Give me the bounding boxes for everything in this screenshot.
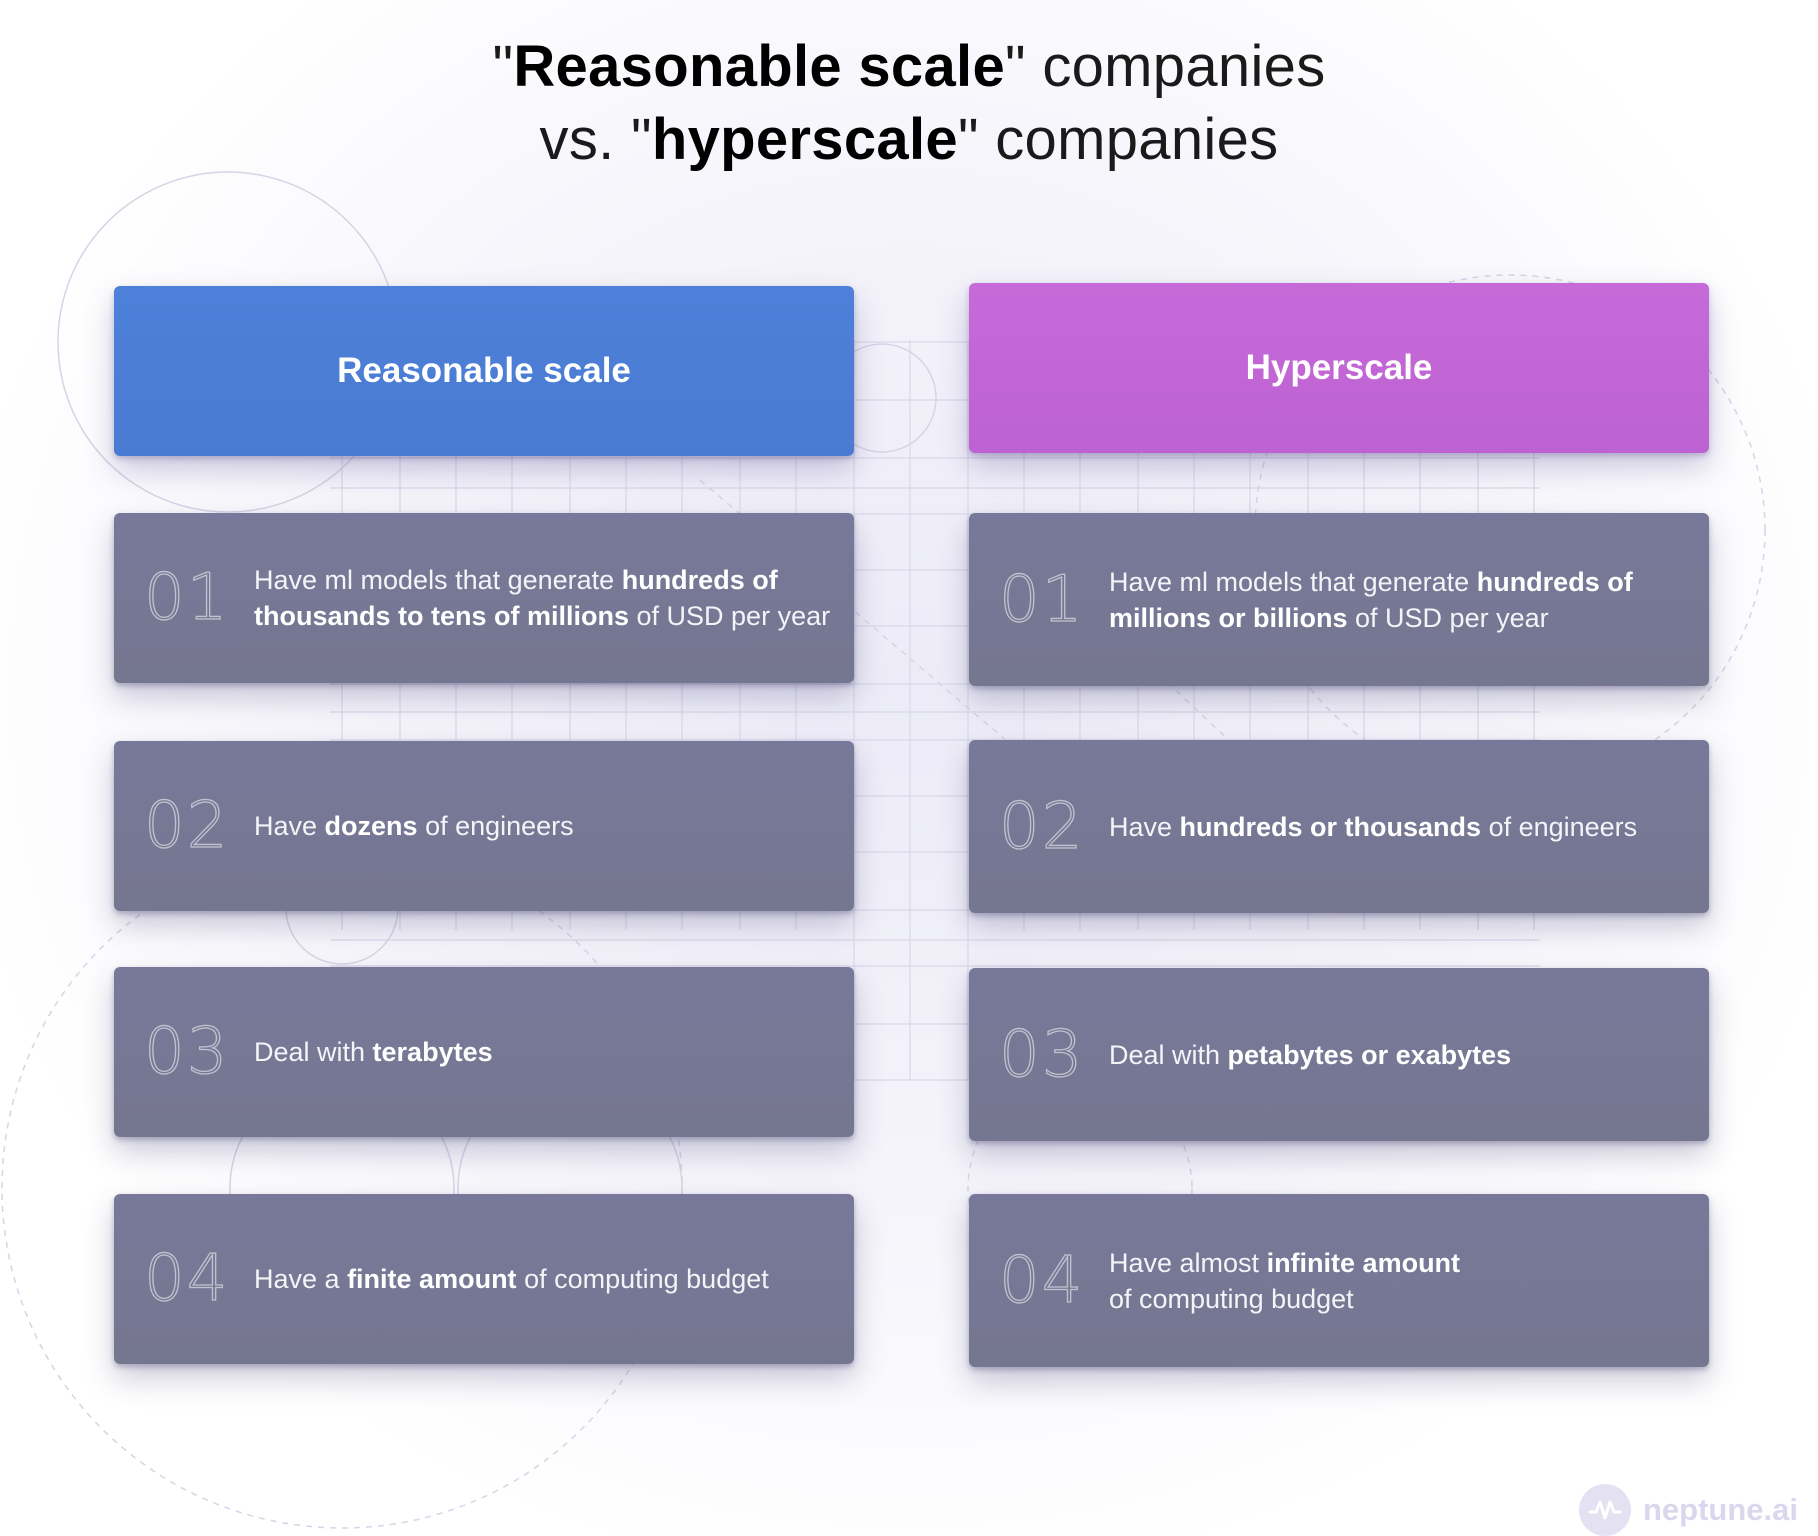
hyperscale-card-01: 01 Have ml models that generate hundreds… [969,513,1709,686]
hyperscale-card-04: 04 Have almost infinite amount of comput… [969,1194,1709,1367]
card-text: Deal with terabytes [254,1037,493,1067]
reasonable-card-02: 02 Have dozens of engineers [114,741,854,911]
card-text: Have ml models that generate hundreds of… [254,565,831,631]
reasonable-card-03: 03 Deal with terabytes [114,967,854,1137]
page-title: "Reasonable scale" companies vs. "hypers… [0,30,1818,176]
hyperscale-header-label: Hyperscale [1245,348,1433,387]
card-text: Have hundreds or thousands of engineers [1109,811,1638,842]
hyperscale-header: Hyperscale [969,283,1709,453]
card-text: Have a finite amount of computing budget [254,1264,769,1294]
card-number: 04 [998,1243,1085,1318]
title-line-1: "Reasonable scale" companies [492,34,1326,99]
card-number: 01 [143,560,230,635]
card-number: 03 [143,1014,230,1089]
title-line-2: vs. "hyperscale" companies [539,107,1279,172]
card-number: 04 [143,1241,230,1316]
card-text: Have ml models that generate hundreds of… [1109,566,1633,633]
card-text: Deal with petabytes or exabytes [1109,1039,1512,1070]
reasonable-scale-header-label: Reasonable scale [337,351,631,390]
card-number: 03 [998,1017,1085,1092]
card-number: 01 [998,562,1085,637]
neptune-logo: neptune.ai [1578,1484,1798,1536]
card-text: Have dozens of engineers [254,811,574,841]
neptune-logo-icon [1578,1484,1631,1536]
reasonable-card-04: 04 Have a finite amount of computing bud… [114,1194,854,1364]
card-text: Have almost infinite amount of computing… [1109,1247,1461,1314]
title-bold-hyperscale: hyperscale [651,107,958,172]
reasonable-scale-header: Reasonable scale [114,286,854,456]
reasonable-card-01: 01 Have ml models that generate hundreds… [114,513,854,683]
card-number: 02 [143,788,230,863]
card-number: 02 [998,789,1085,864]
title-bold-reasonable-scale: Reasonable scale [513,34,1006,99]
hyperscale-card-03: 03 Deal with petabytes or exabytes [969,968,1709,1141]
hyperscale-card-02: 02 Have hundreds or thousands of enginee… [969,740,1709,913]
neptune-logo-text: neptune.ai [1642,1492,1798,1527]
